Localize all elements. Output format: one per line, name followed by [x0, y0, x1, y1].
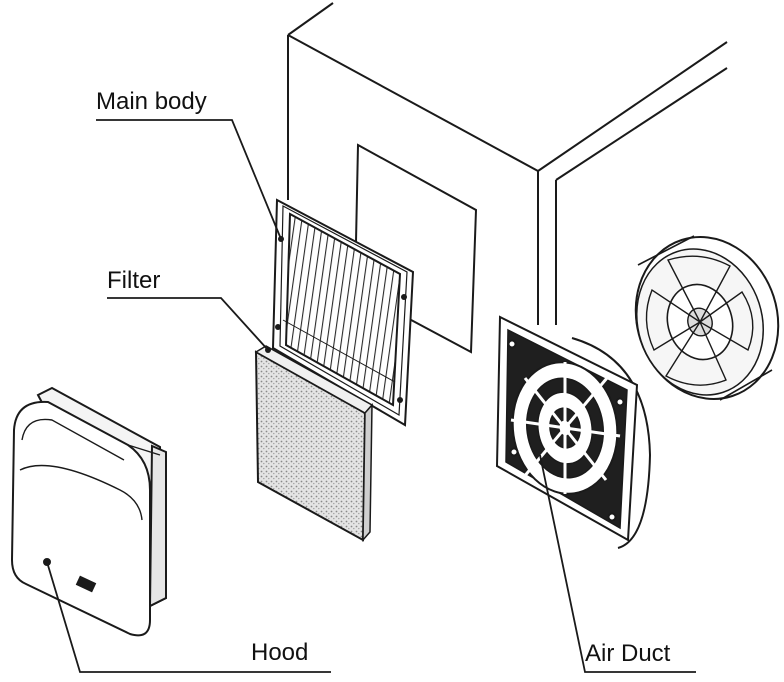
cabinet-inner-edge-right	[555, 67, 728, 181]
cabinet	[287, 2, 728, 354]
fan-part	[634, 235, 780, 401]
leader-hood	[46, 561, 331, 673]
hood-part	[10, 386, 168, 637]
label-main-body: Main body	[96, 88, 207, 115]
cabinet-top-edge-left	[287, 2, 334, 36]
leader-main-body	[96, 119, 282, 240]
cabinet-top-edge-right	[537, 41, 728, 172]
cabinet-top-edge	[287, 34, 539, 172]
label-filter: Filter	[107, 267, 161, 294]
label-air-duct: Air Duct	[585, 640, 671, 667]
leader-filter	[107, 297, 269, 351]
leader-lines	[46, 119, 696, 673]
leader-air-duct	[539, 454, 696, 673]
air-duct-part	[495, 315, 652, 549]
main-body-part	[271, 198, 415, 427]
filter-part	[254, 345, 374, 543]
label-hood: Hood	[251, 639, 309, 666]
